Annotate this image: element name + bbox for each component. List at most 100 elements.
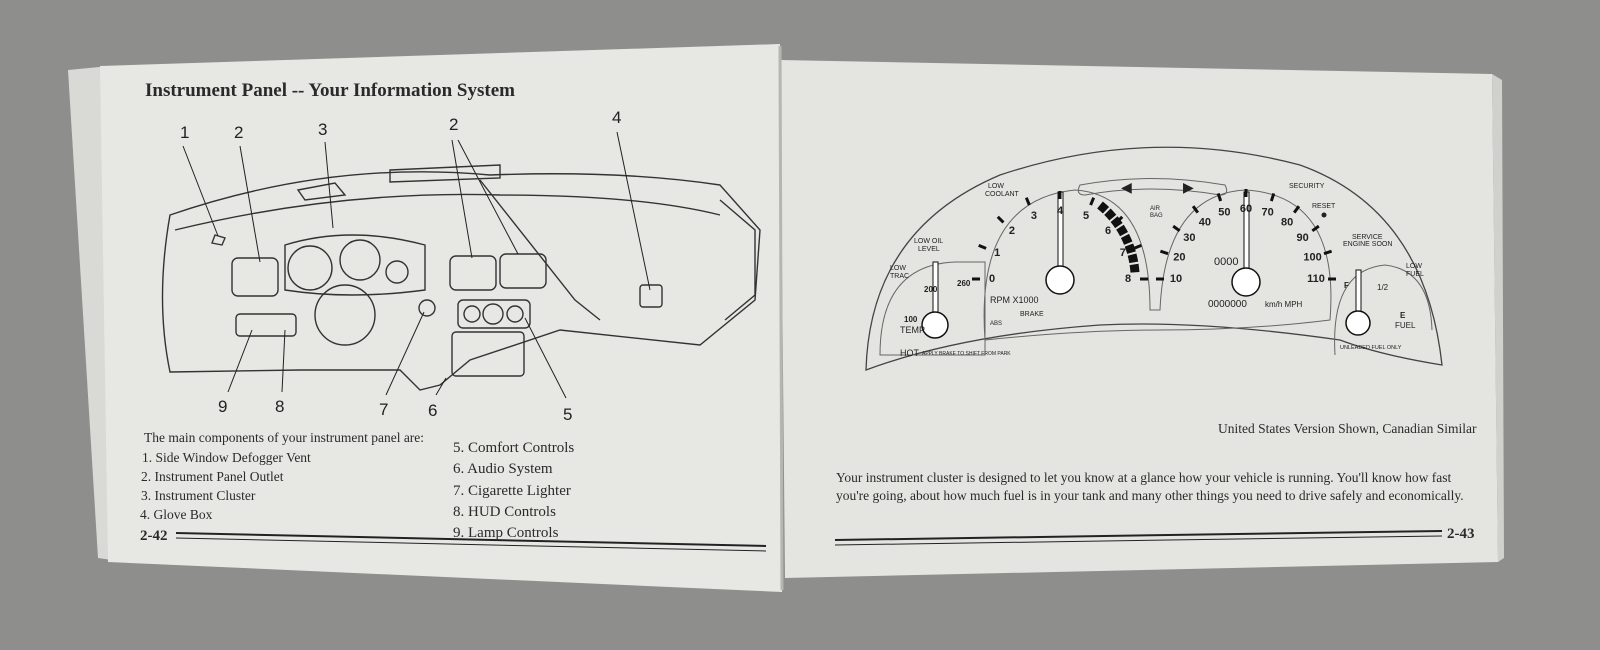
speed-tick-label: 90	[1297, 232, 1309, 244]
list-item: 8. HUD Controls	[453, 504, 556, 520]
instrument-panel-drawing	[161, 131, 761, 399]
service-engine-label-2: ENGINE SOON	[1343, 241, 1392, 248]
speed-tick-mark	[1191, 205, 1200, 214]
body-text: Your instrument cluster is designed to l…	[836, 470, 1464, 503]
temp-tick: 200	[924, 285, 938, 294]
temp-tick: 100	[904, 315, 918, 324]
tach-tick-label: 4	[1057, 205, 1064, 217]
tach-tick-label: 7	[1120, 247, 1126, 259]
speed-units: km/h MPH	[1265, 300, 1303, 309]
speed-tick-label: 80	[1281, 216, 1293, 228]
callout-6: 6	[428, 401, 438, 420]
fuel-tick: F	[1344, 281, 1349, 290]
fuel-tick: E	[1400, 311, 1406, 320]
callout-5: 5	[563, 405, 573, 424]
tach-tick-mark	[978, 243, 987, 250]
speed-tick-mark	[1216, 192, 1223, 202]
speed-tick-mark	[1311, 224, 1320, 233]
tach-tick-label: 3	[1031, 210, 1037, 222]
tach-tick-label: 8	[1125, 273, 1131, 285]
tach-tick-mark	[1089, 197, 1096, 206]
right-turn-signal-icon: ▶	[1183, 179, 1194, 195]
hot-label: HOT	[900, 348, 920, 358]
speed-tick-mark	[1269, 192, 1276, 202]
list-item: 1. Side Window Defogger Vent	[142, 450, 311, 465]
instrument-cluster-drawing: LOW TRAC LOW OIL LEVEL LOW COOLANT 100 2…	[865, 146, 1443, 371]
temp-label: TEMP	[900, 325, 925, 335]
page-number-right: 2-43	[1447, 526, 1475, 542]
components-intro: The main components of your instrument p…	[144, 430, 425, 445]
page-title: Instrument Panel -- Your Information Sys…	[145, 80, 515, 101]
spine	[778, 45, 784, 591]
low-oil-label: LOW OIL	[914, 238, 943, 245]
fuel-label: FUEL	[1395, 321, 1416, 330]
speed-tick-mark	[1323, 249, 1333, 256]
page-number-left: 2-42	[140, 528, 168, 544]
brake-indicator: BRAKE	[1020, 311, 1044, 318]
speed-tick-label: 40	[1199, 216, 1211, 228]
temp-tick: 260	[957, 279, 971, 288]
speed-tick-label: 10	[1170, 273, 1182, 285]
tach-tick-mark	[1133, 243, 1142, 250]
list-item: 7. Cigarette Lighter	[453, 483, 571, 499]
tachometer-ticks: 0 12 3 4 5 67 8	[972, 191, 1148, 285]
tach-tick-mark	[1115, 215, 1124, 224]
callout-2: 2	[234, 123, 244, 142]
fuel-tick: 1/2	[1377, 283, 1389, 292]
left-page-rule	[175, 532, 767, 552]
callout-2b: 2	[449, 115, 459, 134]
tach-tick-label: 2	[1009, 225, 1015, 237]
speed-tick-label: 30	[1183, 232, 1195, 244]
page-edges-left	[68, 66, 112, 560]
tach-tick-label: 1	[994, 247, 1000, 259]
low-trac-label-2: TRAC	[890, 273, 909, 280]
abs-indicator: ABS	[990, 321, 1002, 327]
tach-tick-mark	[1024, 197, 1031, 206]
list-item: 2. Instrument Panel Outlet	[141, 469, 284, 484]
callout-7: 7	[379, 400, 389, 419]
security-indicator: SECURITY	[1289, 183, 1325, 190]
odometer: 0000000	[1208, 299, 1247, 310]
right-page	[780, 60, 1498, 578]
speed-tick-label: 50	[1218, 206, 1230, 218]
tach-tick-label: 6	[1105, 225, 1111, 237]
low-oil-label-2: LEVEL	[918, 246, 940, 253]
tach-tick-mark	[996, 215, 1005, 224]
left-turn-signal-icon: ◀	[1121, 179, 1132, 195]
list-item: 4. Glove Box	[140, 507, 213, 522]
callout-9: 9	[218, 397, 228, 416]
left-page	[100, 44, 782, 592]
reset-button: RESET	[1312, 203, 1336, 210]
list-item: 9. Lamp Controls	[453, 525, 559, 541]
speed-tick-label: 60	[1240, 203, 1252, 215]
low-coolant-label-2: COOLANT	[985, 191, 1020, 198]
list-item: 5. Comfort Controls	[453, 440, 575, 456]
low-fuel-label-2: FUEL	[1406, 271, 1424, 278]
trip-odometer: 0000	[1214, 256, 1238, 268]
service-engine-label: SERVICE	[1352, 234, 1383, 241]
park-note: APPLY BRAKE TO SHIFT FROM PARK	[922, 351, 1011, 357]
speed-tick-label: 100	[1303, 251, 1321, 263]
speed-tick-mark	[1159, 249, 1169, 256]
speed-tick-mark	[1172, 224, 1181, 233]
airbag-label-2: BAG	[1150, 213, 1163, 219]
callout-3: 3	[318, 120, 328, 139]
right-page-rule	[834, 530, 1443, 546]
low-trac-label: LOW	[890, 265, 906, 272]
speed-tick-mark	[1292, 205, 1301, 214]
list-item: 3. Instrument Cluster	[141, 488, 256, 503]
low-fuel-label: LOW	[1406, 263, 1422, 270]
unleaded-note: UNLEADED FUEL ONLY	[1340, 345, 1402, 351]
list-item: 6. Audio System	[453, 461, 553, 477]
rpm-label: RPM X1000	[990, 295, 1039, 305]
tach-tick-label: 5	[1083, 210, 1089, 222]
speed-tick-label: 110	[1307, 273, 1325, 285]
tach-tick-label: 0	[989, 273, 995, 285]
low-coolant-label: LOW	[988, 183, 1004, 190]
callout-8: 8	[275, 397, 285, 416]
cluster-caption: United States Version Shown, Canadian Si…	[1218, 421, 1477, 436]
callout-4: 4	[612, 108, 622, 127]
speed-tick-label: 70	[1262, 206, 1274, 218]
